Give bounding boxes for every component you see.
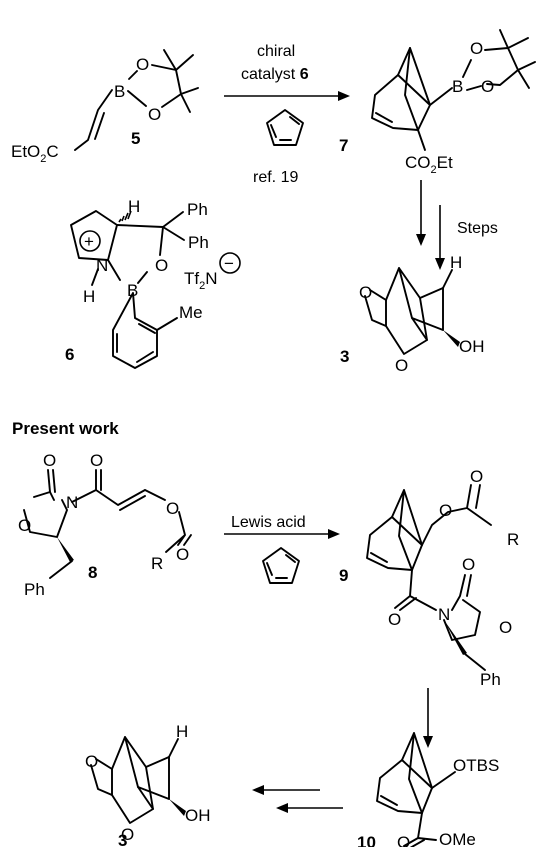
compound-label-3: 3 (340, 347, 349, 366)
group-ph: Ph (24, 580, 45, 599)
atom-n: N (96, 256, 108, 275)
reagent-catalyst-text: catalyst 6 (241, 66, 309, 83)
atom-o: O (388, 610, 401, 629)
reaction-arrow-bottom (224, 529, 340, 539)
atom-o: O (176, 545, 189, 564)
atom-o: O (481, 77, 494, 96)
atom-o: O (439, 501, 452, 520)
atom-o: O (359, 283, 372, 302)
compound-10-structure (376, 732, 456, 847)
compound-label-7: 7 (339, 136, 348, 155)
cyclopentadiene-top (266, 109, 304, 146)
atom-b: B (114, 82, 125, 101)
atom-oh: OH (459, 337, 485, 356)
atom-o: O (470, 39, 483, 58)
catalyst-ph-1: Ph (187, 200, 208, 219)
negative-charge-icon (219, 252, 241, 274)
atom-n: N (66, 493, 78, 512)
steps-label: Steps (457, 220, 498, 237)
atom-o: O (136, 55, 149, 74)
cyclopentadiene-bottom (262, 547, 300, 584)
atom-o: O (85, 752, 98, 771)
compound-9-structure (366, 484, 492, 671)
compound-6-structure (70, 210, 185, 369)
catalyst-ph-2: Ph (188, 233, 209, 252)
arrows-10-to-3 (252, 785, 343, 813)
compound-7-structure (371, 29, 536, 151)
group-r: R (507, 530, 519, 549)
compound-label-5: 5 (131, 129, 140, 148)
atom-h: H (450, 253, 462, 272)
section-heading: Present work (12, 419, 119, 438)
compound-label-9: 9 (339, 566, 348, 585)
steps-arrows (416, 180, 445, 270)
atom-n: N (438, 605, 450, 624)
compound-8-structure (23, 469, 192, 579)
group-r: R (151, 554, 163, 573)
atom-o: O (462, 555, 475, 574)
atom-o: O (395, 356, 408, 375)
ester-group-right: CO2Et (405, 153, 453, 176)
ester-group-left: EtO2C (11, 142, 59, 165)
compound-label-6: 6 (65, 345, 74, 364)
group-otbs: OTBS (453, 756, 499, 775)
atom-o: O (121, 825, 134, 844)
reaction-arrow-top (224, 91, 350, 101)
arrow-9-to-10 (423, 688, 433, 748)
positive-charge-sign: + (84, 232, 94, 251)
atom-o: O (155, 256, 168, 275)
atom-h: H (83, 287, 95, 306)
catalyst-me: Me (179, 303, 203, 322)
compound-5-structure (74, 49, 199, 151)
compound-label-8: 8 (88, 563, 97, 582)
atom-o: O (43, 451, 56, 470)
reagent-chiral-text: chiral (257, 43, 295, 60)
atom-o: O (499, 618, 512, 637)
reagent-lewis-acid: Lewis acid (231, 514, 306, 531)
atom-o: O (90, 451, 103, 470)
atom-o: O (148, 105, 161, 124)
compound-label-3-bottom: 3 (118, 831, 127, 847)
atom-b: B (452, 77, 463, 96)
compound-label-10: 10 (357, 833, 376, 847)
atom-b: B (127, 281, 138, 300)
atom-oh: OH (185, 806, 211, 825)
group-ph: Ph (480, 670, 501, 689)
atom-o: O (166, 499, 179, 518)
negative-charge-sign: − (224, 254, 234, 273)
atom-o: O (18, 516, 31, 535)
atom-o: O (470, 467, 483, 486)
reference-text: ref. 19 (253, 169, 298, 186)
counterion-tf2n: Tf2N (184, 269, 218, 292)
atom-h: H (176, 722, 188, 741)
compound-3-bottom-structure (90, 736, 186, 824)
compound-3-top-structure (364, 267, 460, 355)
atom-h: H (128, 197, 140, 216)
group-ome: OMe (439, 830, 476, 847)
atom-o: O (397, 833, 410, 847)
positive-charge-icon (79, 230, 101, 252)
